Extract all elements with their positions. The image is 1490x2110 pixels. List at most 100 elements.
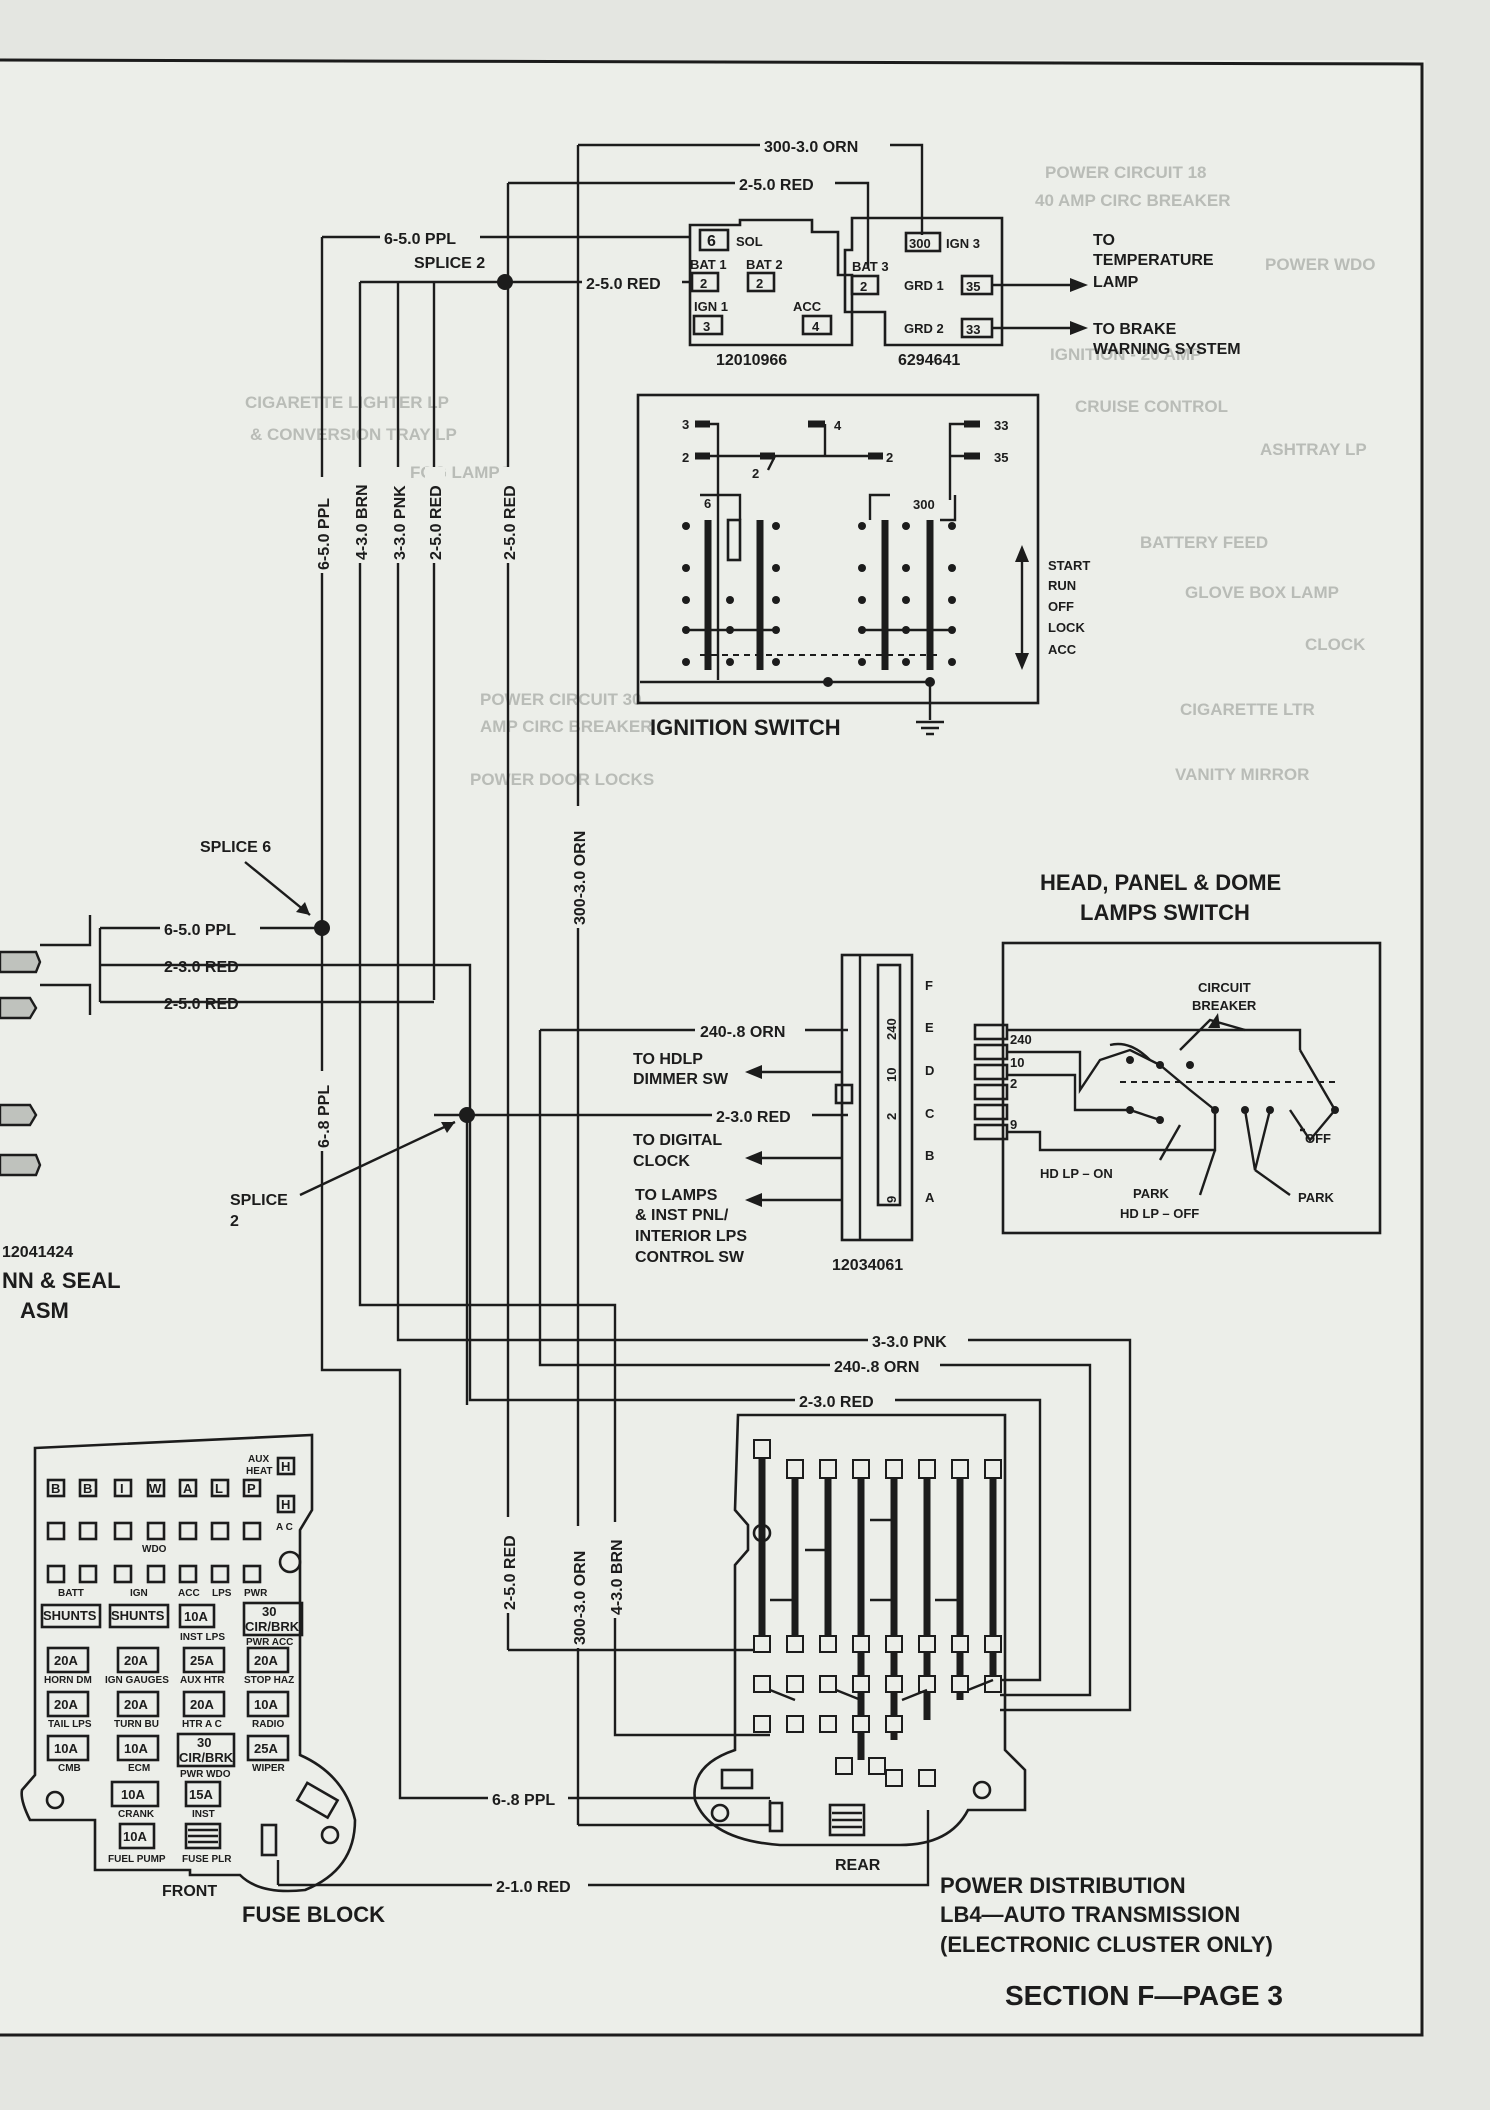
svg-text:ASM: ASM [20,1298,69,1323]
svg-text:300: 300 [909,236,931,251]
ignition-switch-title: IGNITION SWITCH [650,715,841,740]
svg-text:IGN: IGN [130,1588,148,1599]
svg-text:& CONVERSION TRAY LP: & CONVERSION TRAY LP [250,425,457,444]
svg-text:B: B [83,1481,92,1496]
svg-text:CIR/BRK: CIR/BRK [245,1619,300,1634]
wire-label: 6-5.0 PPL [164,922,236,939]
power-distribution-block: REAR POWER DISTRIBUTION LB4—AUTO TRANSMI… [693,1413,1273,1957]
svg-text:TO HDLP: TO HDLP [633,1051,703,1068]
svg-text:20A: 20A [124,1653,148,1668]
wire-label: 6-5.0 PPL [384,231,456,248]
svg-text:2: 2 [700,276,707,291]
svg-text:INST: INST [192,1809,215,1820]
svg-text:LPS: LPS [212,1588,232,1599]
svg-text:BATTERY FEED: BATTERY FEED [1140,533,1268,552]
svg-text:B: B [51,1481,60,1496]
wire-label: 6-5.0 PPL [316,498,333,570]
svg-text:LAMP: LAMP [1093,274,1139,291]
svg-text:20A: 20A [190,1697,214,1712]
svg-text:CLOCK: CLOCK [1305,635,1366,654]
svg-text:2: 2 [756,276,763,291]
svg-text:POWER DISTRIBUTION: POWER DISTRIBUTION [940,1873,1186,1898]
svg-text:AUX: AUX [248,1454,269,1465]
svg-text:POWER CIRCUIT 18: POWER CIRCUIT 18 [1045,163,1207,182]
svg-text:H: H [281,1459,290,1474]
svg-text:PWR ACC: PWR ACC [246,1637,293,1648]
svg-text:ASHTRAY LP: ASHTRAY LP [1260,440,1367,459]
fuse-letter-rows: B B I W A L P WDO BATT IGN ACC LPS PWR [46,1478,268,1599]
svg-text:6: 6 [704,496,711,511]
svg-text:CIRCUIT: CIRCUIT [1198,980,1251,995]
section-page-label: SECTION F—PAGE 3 [1005,1980,1283,2011]
splice-label: SPLICE 6 [200,839,271,856]
svg-text:TO: TO [1093,232,1115,249]
svg-text:CRANK: CRANK [118,1809,155,1820]
svg-text:20A: 20A [54,1653,78,1668]
wire-label: 240-.8 ORN [700,1024,785,1041]
wire-label: 2-5.0 RED [502,1535,519,1610]
svg-text:2: 2 [682,450,689,465]
svg-text:IGN 3: IGN 3 [946,236,980,251]
svg-text:3: 3 [703,319,710,334]
svg-text:HD LP – OFF: HD LP – OFF [1120,1206,1199,1221]
svg-text:RADIO: RADIO [252,1719,284,1730]
svg-text:WARNING SYSTEM: WARNING SYSTEM [1093,341,1241,358]
svg-text:E: E [925,1020,934,1035]
svg-text:240: 240 [1010,1032,1032,1047]
svg-text:HTR A C: HTR A C [182,1719,222,1730]
wire-label: 4-3.0 BRN [354,484,371,560]
svg-text:INST LPS: INST LPS [180,1632,225,1643]
pd-fuse-slots [753,1439,1002,1787]
svg-text:PARK: PARK [1298,1190,1334,1205]
svg-text:BAT 1: BAT 1 [690,257,727,272]
svg-text:2: 2 [884,1113,899,1120]
svg-text:OFF: OFF [1305,1131,1331,1146]
left-connector: 12041424 NN & SEAL ASM [0,950,121,1323]
svg-text:HEAD, PANEL & DOME: HEAD, PANEL & DOME [1040,870,1281,895]
svg-text:CONTROL SW: CONTROL SW [635,1249,745,1266]
svg-text:HEAT: HEAT [246,1466,272,1477]
svg-text:2: 2 [886,450,893,465]
svg-text:HORN DM: HORN DM [44,1675,92,1686]
svg-text:P: P [247,1481,256,1496]
wire-label: 6-.8 PPL [492,1792,555,1809]
svg-text:GRD 2: GRD 2 [904,321,944,336]
svg-text:PARK: PARK [1133,1186,1169,1201]
wire-label: 2-1.0 RED [496,1879,571,1896]
svg-text:40 AMP CIRC BREAKER: 40 AMP CIRC BREAKER [1035,191,1231,210]
wire-label: 2-3.0 RED [799,1394,874,1411]
svg-text:W: W [149,1481,162,1496]
svg-text:BREAKER: BREAKER [1192,998,1257,1013]
wire-label: 2-5.0 RED [502,485,519,560]
svg-text:33: 33 [966,322,980,337]
svg-text:ACC: ACC [178,1588,200,1599]
headlamp-switch: HEAD, PANEL & DOME LAMPS SWITCH 240 10 2… [973,870,1382,1235]
svg-text:33: 33 [994,418,1008,433]
svg-text:ACC: ACC [1048,642,1077,657]
splice-label: SPLICE [230,1192,288,1209]
svg-text:NN & SEAL: NN & SEAL [2,1268,121,1293]
svg-text:POWER DOOR LOCKS: POWER DOOR LOCKS [470,770,654,789]
svg-text:TO LAMPS: TO LAMPS [635,1187,718,1204]
wire-label: 3-3.0 PNK [872,1334,947,1351]
svg-text:10A: 10A [184,1609,208,1624]
svg-text:15A: 15A [189,1787,213,1802]
svg-text:25A: 25A [254,1741,278,1756]
wire-label: 6-.8 PPL [316,1085,333,1148]
svg-text:(ELECTRONIC CLUSTER ONLY): (ELECTRONIC CLUSTER ONLY) [940,1932,1273,1957]
svg-text:TO BRAKE: TO BRAKE [1093,321,1177,338]
svg-text:10A: 10A [123,1829,147,1844]
wire-left-2red3 [100,963,1042,1682]
wire-labels: 300-3.0 ORN 2-5.0 RED 6-5.0 PPL 2-5.0 RE… [160,134,968,1896]
svg-text:POWER WDO: POWER WDO [1265,255,1376,274]
wire-300-orn-top [578,143,924,235]
svg-text:F: F [925,978,933,993]
cluster-connector-12034061: F E D C B A 240 10 2 9 TO HDLP DIMMER SW… [633,953,935,1274]
svg-text:LAMPS SWITCH: LAMPS SWITCH [1080,900,1250,925]
svg-text:D: D [925,1063,934,1078]
svg-text:A: A [183,1481,193,1496]
svg-text:12041424: 12041424 [2,1244,73,1261]
svg-text:ACC: ACC [793,299,822,314]
svg-text:BATT: BATT [58,1588,84,1599]
